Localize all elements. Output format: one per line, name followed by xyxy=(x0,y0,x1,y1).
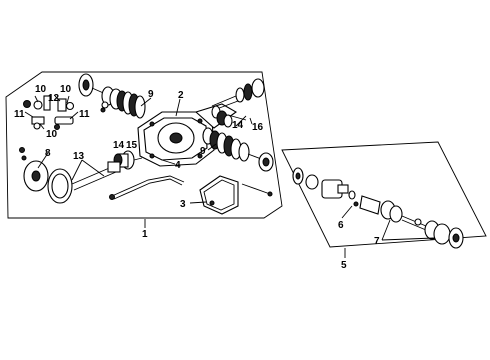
ring-gear-carrier xyxy=(19,147,121,204)
callout-14b: 14 xyxy=(232,120,244,131)
callout-2: 2 xyxy=(178,90,184,101)
callout-6: 6 xyxy=(338,220,344,231)
callout-13: 13 xyxy=(73,151,85,162)
assembly-5-frame xyxy=(281,141,487,248)
callout-9b: 9 xyxy=(200,146,206,157)
right-axle-shaft xyxy=(211,78,265,128)
callout-8: 8 xyxy=(45,148,51,159)
callout-5: 5 xyxy=(341,260,347,271)
cover-and-vent xyxy=(109,175,273,215)
callout-11a: 11 xyxy=(14,109,25,120)
callout-10a: 10 xyxy=(35,84,47,95)
callout-3: 3 xyxy=(180,199,186,210)
callout-7: 7 xyxy=(374,236,380,247)
callout-10c: 10 xyxy=(46,129,58,140)
callout-15: 15 xyxy=(126,140,138,151)
callout-10b: 10 xyxy=(60,84,72,95)
lower-bearing-stack xyxy=(202,127,274,172)
callout-14a: 14 xyxy=(113,140,125,151)
callout-12: 12 xyxy=(48,93,60,104)
callout-11b: 11 xyxy=(79,109,90,120)
left-small-parts xyxy=(23,95,79,130)
callout-16: 16 xyxy=(252,122,264,133)
callout-4: 4 xyxy=(175,160,181,171)
callout-9a: 9 xyxy=(148,89,154,100)
callout-1: 1 xyxy=(142,229,148,240)
cv-axle-assembly xyxy=(292,167,464,249)
upper-bearing-stack xyxy=(78,73,146,119)
leader-lines xyxy=(37,97,435,258)
assembly-1-frame xyxy=(5,71,283,219)
